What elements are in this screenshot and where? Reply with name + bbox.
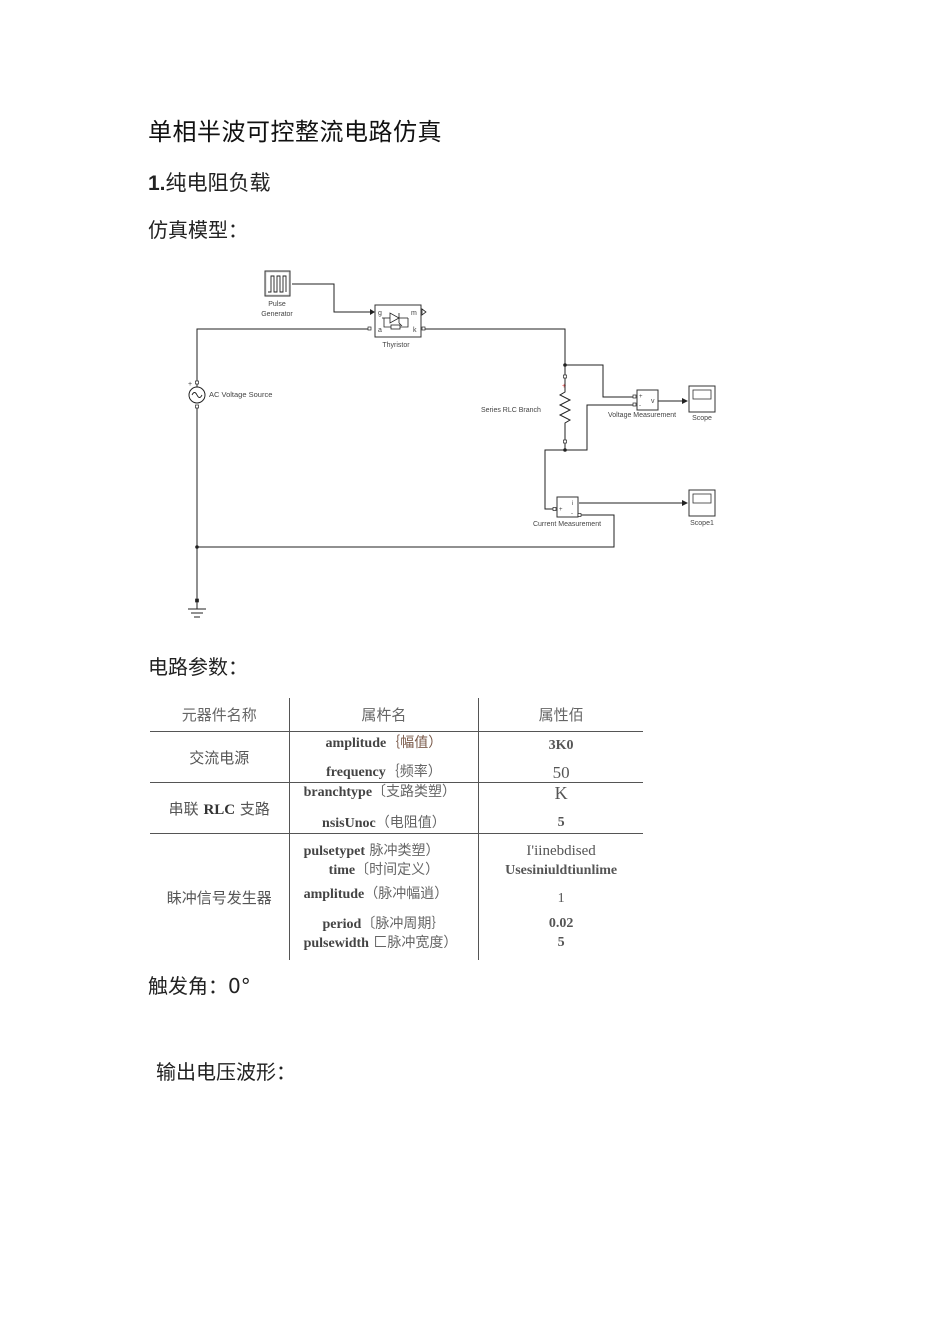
cm-minus: - xyxy=(571,511,573,517)
property-item: amplitude（脉冲幅逍） xyxy=(303,885,449,902)
value-item: I'iinebdised xyxy=(526,843,596,859)
arrow-icon xyxy=(682,398,688,404)
document-title: 单相半波可控整流电路仿真 xyxy=(148,118,442,146)
vm-port-v: v xyxy=(651,398,655,405)
current-measurement-label: Current Measurement xyxy=(533,521,601,528)
component-rlc: 串联 RLC 支路 xyxy=(150,782,290,834)
value-item: 5 xyxy=(557,815,565,830)
port-m-label: m xyxy=(411,310,417,317)
pulse-wave-icon xyxy=(268,275,287,293)
vm-plus: + xyxy=(639,394,643,400)
table-row: 交流电源 amplitude｛幅值） frequency｛频率） 3K0 50 xyxy=(150,731,643,783)
wire-pulse-to-gate xyxy=(292,283,370,313)
cm-port-i: i xyxy=(572,501,573,507)
voltage-measurement-block[interactable]: + - v Voltage Measurement xyxy=(608,389,676,419)
vm-minus: - xyxy=(639,403,641,409)
property-item: pulsetypet 脉冲类塑） xyxy=(303,842,440,859)
property-item: branchtype〔支路类塑） xyxy=(303,784,457,800)
params-label: 电路参数： xyxy=(148,655,248,679)
value-item: 3K0 xyxy=(548,738,574,753)
ac-voltage-source-label: AC Voltage Source xyxy=(209,390,272,399)
ground-icon xyxy=(188,608,206,618)
wire-to-vm-plus xyxy=(565,364,634,398)
series-rlc-branch-block[interactable]: + Series RLC Branch xyxy=(481,374,572,444)
model-label: 仿真模型： xyxy=(148,218,248,242)
scope-screen-icon xyxy=(692,493,712,504)
header-property: 属杵名 xyxy=(288,698,479,732)
port-g-label: g xyxy=(378,310,382,317)
property-item: frequency｛频率） xyxy=(326,764,442,780)
wire-return xyxy=(197,514,615,548)
resistor-icon xyxy=(558,379,572,440)
series-rlc-branch-label: Series RLC Branch xyxy=(481,407,541,414)
header-component: 元器件名称 xyxy=(150,698,290,732)
pulse-generator-block[interactable]: Pulse Generator xyxy=(261,270,293,318)
scope-screen-icon xyxy=(692,389,712,400)
section-label: 纯电阻负载 xyxy=(165,171,271,195)
polarity-plus: + xyxy=(562,383,566,390)
value-item: 1 xyxy=(557,891,565,906)
circuit-diagram: Pulse Generator g m a k Thyristor + AC V… xyxy=(188,270,716,618)
value-cell: I'iinebdised Usesiniuldtiunlime 1 0.02 5 xyxy=(478,833,643,960)
arrows xyxy=(370,309,688,506)
junctions xyxy=(195,363,567,549)
value-cell: K 5 xyxy=(478,782,643,834)
junction-dot xyxy=(563,448,567,452)
table-header-row: 元器件名称 属杵名 属性佰 xyxy=(150,698,643,732)
scope1-label: Scope1 xyxy=(690,520,714,527)
property-item: period〔脉冲周期｝ xyxy=(322,915,446,932)
wire-source-to-anode xyxy=(196,328,370,388)
table-row: 串联 RLC 支路 branchtype〔支路类塑） nsisUnoc（电阻值）… xyxy=(150,782,643,834)
property-cell: pulsetypet 脉冲类塑） time〔时间定义） amplitude（脉冲… xyxy=(288,833,479,960)
value-item: 50 xyxy=(552,763,570,782)
wire-to-cm-plus xyxy=(544,449,565,510)
scope-block[interactable]: Scope xyxy=(688,385,716,422)
header-value: 属性佰 xyxy=(478,698,643,732)
property-cell: amplitude｛幅值） frequency｛频率） xyxy=(288,731,479,783)
wire-cathode-to-rlc xyxy=(422,328,566,387)
scope-label: Scope xyxy=(692,415,712,422)
scope1-block[interactable]: Scope1 xyxy=(688,489,716,527)
voltage-measurement-label: Voltage Measurement xyxy=(608,412,676,419)
firing-angle: 触发角：0° xyxy=(148,974,251,998)
thyristor-block[interactable]: g m a k Thyristor xyxy=(367,304,427,349)
arrow-icon xyxy=(370,309,375,315)
port-k-label: k xyxy=(413,327,417,334)
value-item: 5 xyxy=(557,935,565,950)
pulse-generator-label-1: Pulse xyxy=(268,301,286,308)
property-cell: branchtype〔支路类塑） nsisUnoc（电阻值） xyxy=(288,782,479,834)
pulse-generator-label-2: Generator xyxy=(261,311,293,318)
parameters-table: 元器件名称 属杵名 属性佰 交流电源 amplitude｛幅值） frequen… xyxy=(150,698,643,960)
output-voltage-label: 输出电压波形： xyxy=(156,1060,296,1084)
thyristor-label: Thyristor xyxy=(382,342,410,349)
current-measurement-block[interactable]: + - i Current Measurement xyxy=(533,496,601,528)
ground-block[interactable] xyxy=(188,598,206,618)
ac-voltage-source-block[interactable]: + AC Voltage Source xyxy=(188,380,272,409)
sine-wave-icon xyxy=(191,392,203,398)
component-ac-source: 交流电源 xyxy=(150,731,290,783)
plus-sign: + xyxy=(188,381,192,388)
value-item: K xyxy=(554,783,568,803)
section-number: 1. xyxy=(148,172,166,195)
property-item: pulsewidth 匚脉冲宽度） xyxy=(303,934,458,951)
arrow-icon xyxy=(682,500,688,506)
junction-dot xyxy=(563,363,567,367)
cm-plus: + xyxy=(559,507,563,513)
property-item: time〔时间定义） xyxy=(328,861,440,878)
port-a-label: a xyxy=(378,327,382,334)
property-item: amplitude｛幅值） xyxy=(325,735,443,751)
value-item: Usesiniuldtiunlime xyxy=(505,863,618,878)
junction-dot xyxy=(195,545,199,549)
wires xyxy=(196,283,682,600)
value-item: 0.02 xyxy=(548,916,574,931)
table-row: 眛冲信号发生器 pulsetypet 脉冲类塑） time〔时间定义） ampl… xyxy=(150,833,643,960)
property-item: nsisUnoc（电阻值） xyxy=(322,815,446,831)
wire-to-vm-minus xyxy=(564,404,634,451)
thyristor-symbol-icon xyxy=(382,312,409,330)
component-pulse-generator: 眛冲信号发生器 xyxy=(166,888,272,907)
value-cell: 3K0 50 xyxy=(478,731,643,783)
section-heading: 1.纯电阻负载 xyxy=(148,167,271,197)
